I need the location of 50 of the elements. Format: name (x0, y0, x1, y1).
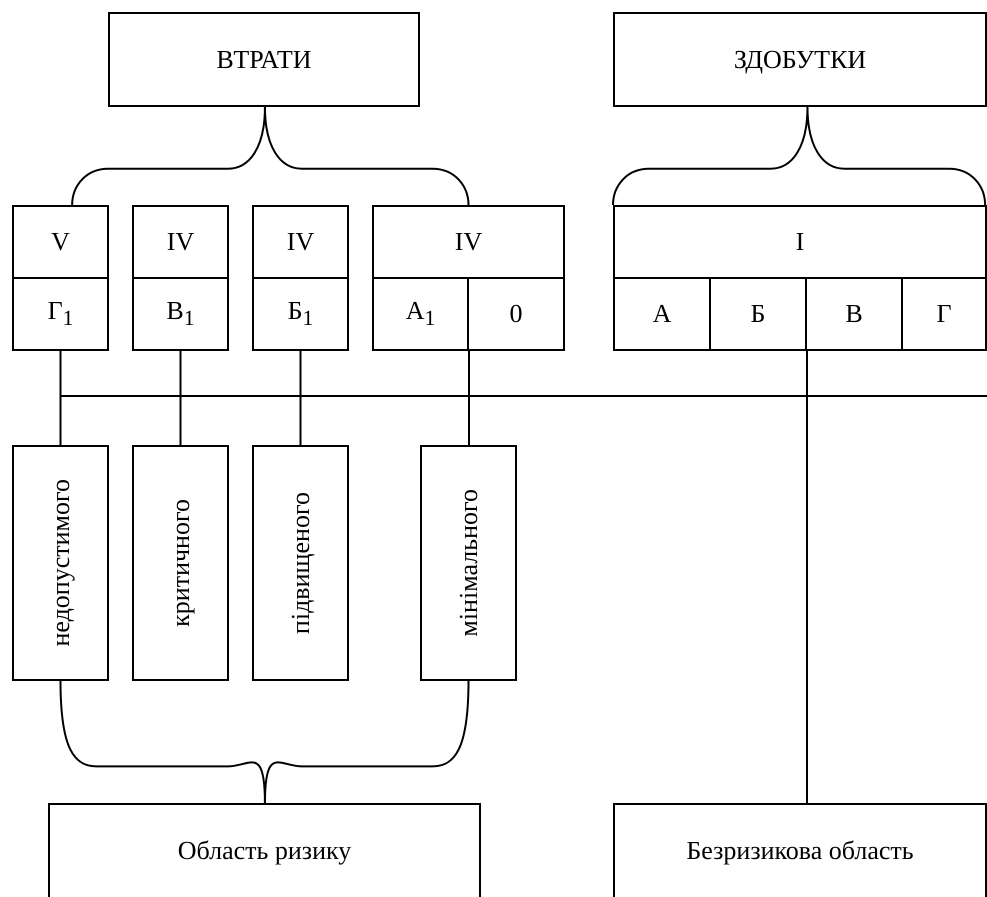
connector-line (180, 351, 182, 445)
box-label: ВТРАТИ (216, 44, 312, 74)
box-label: Г (936, 299, 952, 329)
class-box (252, 277, 349, 351)
box-label: А$_{1}$ (406, 296, 436, 332)
class-box (132, 205, 229, 279)
class-box (372, 277, 469, 351)
box-label: В (845, 299, 863, 329)
title-box (613, 12, 987, 107)
vertical-label: недопустимого (46, 479, 76, 647)
title-box (108, 12, 420, 107)
class-box (12, 277, 109, 351)
box-label: Б (750, 299, 766, 329)
vertical-label: підвищеного (286, 492, 316, 634)
vertical-label: мінімального (454, 489, 484, 637)
box-label: IV (454, 227, 482, 257)
area-box (48, 803, 481, 897)
level-box (252, 445, 349, 681)
box-label: Область ризику (178, 836, 352, 866)
class-box (132, 277, 229, 351)
class-box (467, 277, 565, 351)
class-box (901, 277, 987, 351)
area-box (613, 803, 987, 897)
class-box (372, 205, 565, 279)
box-label: IV (286, 227, 314, 257)
connector-line (468, 351, 470, 445)
vertical-label: критичного (166, 499, 196, 627)
connector-line (60, 351, 62, 445)
box-label: IV (166, 227, 194, 257)
box-label: А (652, 299, 672, 329)
class-box (252, 205, 349, 279)
class-box (12, 205, 109, 279)
box-label: I (796, 227, 804, 257)
connector-line (612, 106, 986, 206)
level-box (420, 445, 517, 681)
connector-line (806, 351, 808, 803)
level-box (132, 445, 229, 681)
box-label: 0 (510, 299, 522, 329)
connector-line (264, 680, 470, 804)
box-label: В$_{1}$ (166, 296, 195, 332)
box-label: V (51, 227, 70, 257)
box-label: ЗДОБУТКИ (734, 44, 866, 74)
connector-line (300, 351, 302, 445)
box-label: Безризикова область (686, 836, 914, 866)
class-box (613, 205, 987, 279)
level-box (12, 445, 109, 681)
connector-line (264, 106, 470, 206)
box-label: Г$_{1}$ (48, 296, 74, 332)
box-label: Б$_{1}$ (288, 296, 314, 332)
class-box (613, 277, 711, 351)
